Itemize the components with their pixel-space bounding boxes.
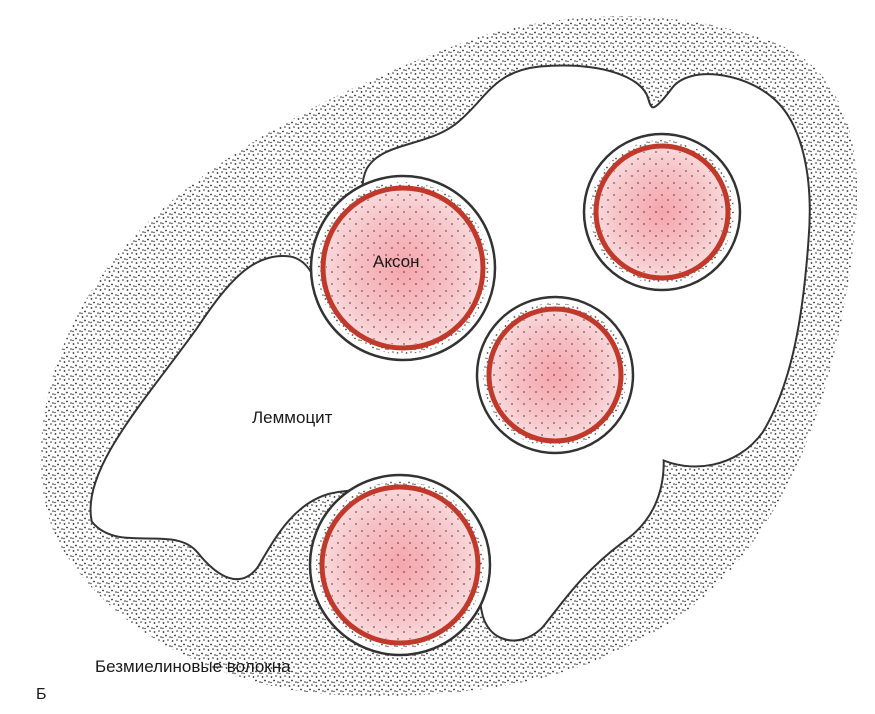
axon-label: Аксон xyxy=(373,252,420,272)
axon-2 xyxy=(584,134,740,290)
axon-3 xyxy=(477,297,633,453)
lemmocyte-label: Леммоцит xyxy=(252,408,332,428)
axon-4 xyxy=(310,475,490,655)
panel-letter: Б xyxy=(36,686,47,704)
unmyelinated-fibers-caption: Безмиелиновые волокна xyxy=(95,657,291,677)
